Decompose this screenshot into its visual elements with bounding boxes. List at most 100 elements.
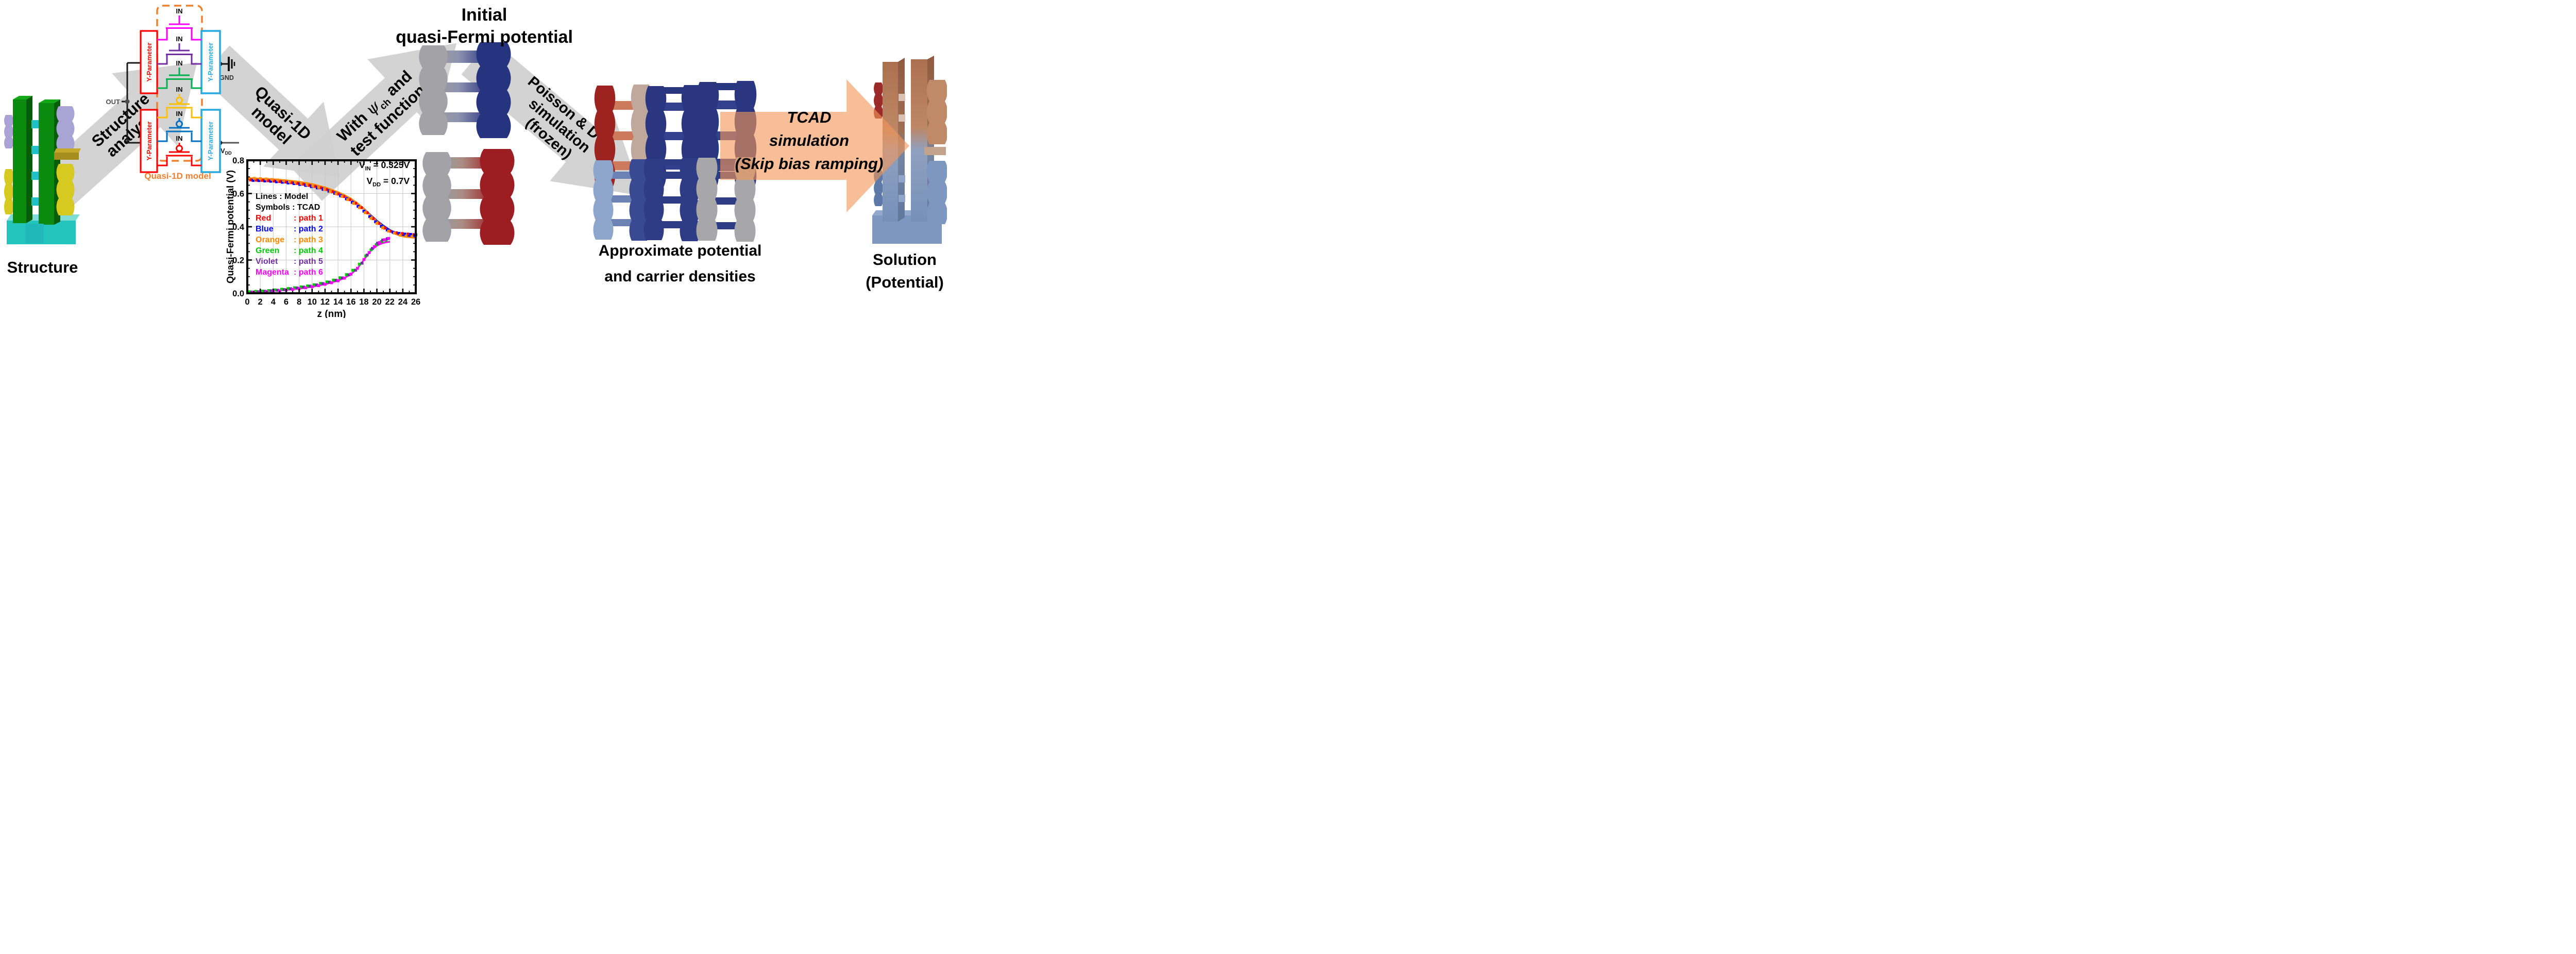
svg-text:10: 10 — [308, 297, 317, 307]
arrow-tcad-simulation-text: TCAD simulation (Skip bias ramping) — [720, 106, 898, 176]
series-symbol-red — [395, 231, 398, 235]
rung — [609, 131, 637, 140]
gate-slab — [13, 99, 26, 223]
front-teal-pillar — [25, 224, 44, 243]
figure-canvas: Structure analysis Quasi-1D model With ψ… — [0, 0, 947, 318]
transistor-nmos-path6 — [157, 15, 201, 41]
yparam-label: Y-Parameter — [207, 43, 214, 82]
series-symbol-red — [348, 198, 351, 202]
series-symbol-orange — [270, 178, 274, 181]
series-symbol-violet — [296, 286, 299, 290]
structure-3d-image — [4, 96, 81, 244]
rung — [660, 103, 688, 111]
series-symbol-green — [280, 288, 283, 291]
source-block-gray — [419, 45, 448, 135]
yparam-box-cyan-bottom — [200, 109, 221, 173]
series-symbol-green — [286, 287, 290, 290]
nanosheet-stack-small-lavender — [4, 115, 13, 148]
rail-gray — [696, 158, 718, 241]
svg-text:0.6: 0.6 — [232, 190, 244, 199]
svg-text:12: 12 — [320, 297, 330, 307]
series-symbol-orange — [404, 235, 408, 238]
series-symbol-green — [338, 276, 342, 279]
vdd-annotation: VDD = 0.7V — [366, 176, 410, 188]
series-symbol-blue — [368, 215, 371, 219]
series-symbol-orange — [369, 216, 373, 220]
legend-header-symbols: Symbols : TCAD — [256, 203, 320, 212]
svg-text:0.2: 0.2 — [232, 256, 244, 265]
series-symbol-orange — [294, 181, 297, 184]
series-symbol-orange — [259, 177, 262, 180]
rung — [657, 221, 686, 228]
transistor-pmos-path3 — [157, 94, 201, 119]
nanosheet-stack-copper — [926, 80, 947, 144]
teal-contact — [31, 197, 39, 206]
series-symbol-violet — [302, 286, 306, 289]
out-label: OUT — [106, 98, 121, 106]
initial-potential-blue-structure — [419, 42, 511, 138]
rung — [607, 219, 636, 226]
arrow-text-line: TCAD — [787, 108, 832, 126]
svg-text:18: 18 — [359, 297, 368, 307]
series-symbol-red — [261, 179, 264, 182]
legend-entry: Orange: path 3 — [256, 236, 323, 244]
svg-text:20: 20 — [372, 297, 381, 307]
series-symbol-violet — [341, 276, 344, 280]
drain-block-blue — [476, 42, 511, 138]
legend-entry: Green: path 4 — [256, 246, 323, 255]
series-symbol-violet — [354, 269, 357, 272]
legend-entry: Violet: path 5 — [256, 257, 323, 266]
chart-annotations: VIN = 0.325V VDD = 0.7V — [359, 159, 410, 191]
series-symbol-magenta — [362, 258, 366, 261]
series-symbol-violet — [309, 284, 312, 288]
legend-header-lines: Lines : Model — [256, 192, 309, 201]
series-symbol-violet — [370, 247, 374, 250]
series-symbol-magenta — [304, 286, 307, 290]
series-symbol-red — [290, 181, 293, 185]
chart-legend: Lines : Model Symbols : TCAD Red: path 1… — [256, 191, 323, 278]
series-symbol-red — [336, 192, 340, 196]
series-symbol-red — [266, 179, 270, 182]
series-symbol-red — [278, 180, 281, 183]
rail-blue — [643, 159, 664, 240]
series-symbol-green — [351, 269, 354, 272]
series-symbol-orange — [410, 235, 414, 238]
series-symbol-violet — [334, 279, 338, 282]
svg-text:16: 16 — [346, 297, 355, 307]
series-symbol-blue — [397, 232, 401, 235]
initial-title: Initial quasi-Fermi potential — [381, 4, 587, 48]
series-symbol-orange — [399, 233, 402, 237]
series-symbol-magenta — [310, 285, 314, 289]
series-symbol-violet — [365, 254, 369, 257]
series-symbol-green — [345, 273, 348, 276]
yparam-label: Y-Parameter — [145, 122, 153, 161]
gate-slab-top — [13, 96, 32, 99]
series-symbol-red — [342, 195, 346, 198]
series-symbol-magenta — [372, 245, 376, 248]
series-symbol-violet — [269, 289, 273, 292]
series-symbol-blue — [257, 179, 261, 182]
rail-blue — [629, 159, 650, 241]
solution-label: Solution (Potential) — [850, 248, 947, 294]
arrow-text-line: simulation — [769, 131, 849, 149]
legend-entry: Blue: path 2 — [256, 225, 323, 233]
nanosheet-stack-small-yellow — [4, 169, 13, 214]
series-symbol-orange — [317, 186, 320, 189]
svg-text:2: 2 — [258, 297, 263, 307]
series-symbol-green — [274, 288, 277, 292]
series-symbol-magenta — [343, 276, 346, 280]
series-symbol-orange — [352, 202, 355, 205]
series-symbol-violet — [250, 290, 253, 294]
rung — [657, 172, 686, 179]
series-symbol-violet — [347, 273, 351, 277]
teal-contact — [31, 172, 39, 180]
series-symbol-violet — [321, 282, 325, 286]
series-symbol-green — [261, 290, 264, 293]
vin-annotation: VIN = 0.325V — [359, 160, 410, 172]
series-symbol-green — [332, 278, 335, 282]
series-symbol-magenta — [317, 284, 320, 287]
x-axis-title: z (nm) — [317, 309, 346, 318]
series-symbol-green — [380, 240, 383, 243]
gate-slab-side — [26, 96, 32, 223]
series-symbol-violet — [282, 288, 286, 291]
